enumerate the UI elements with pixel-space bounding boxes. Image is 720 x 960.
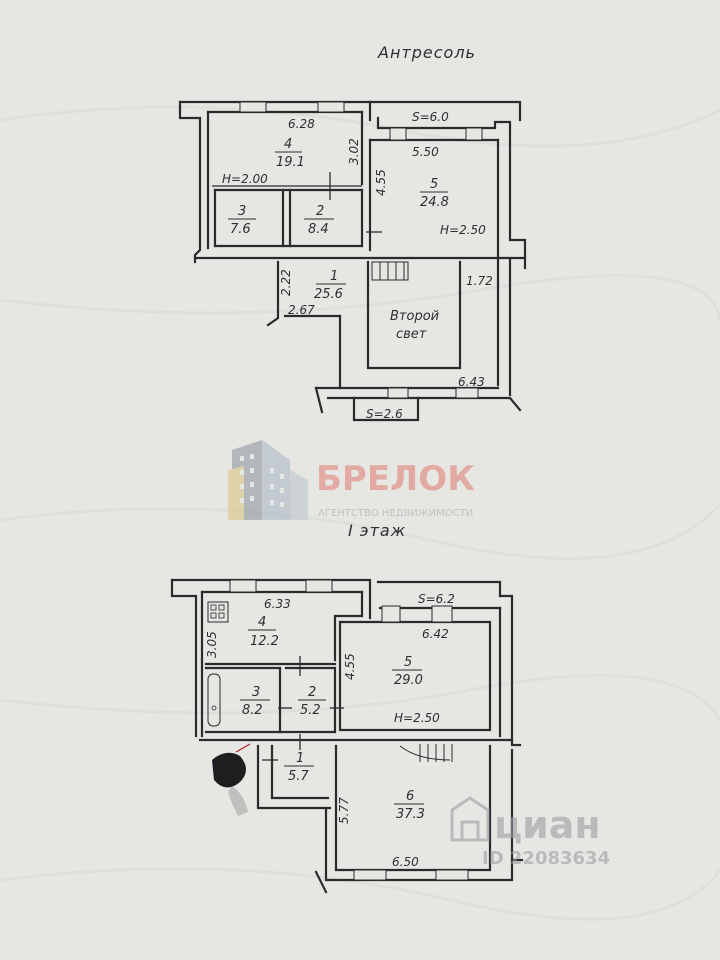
mezzanine-room-1: 1 25.6 <box>314 269 346 302</box>
svg-text:25.6: 25.6 <box>314 287 343 302</box>
agency-name: БРЕЛОК <box>316 459 475 499</box>
stove-icon <box>207 601 229 623</box>
svg-text:6.33: 6.33 <box>264 597 291 611</box>
svg-text:7.6: 7.6 <box>230 222 251 237</box>
svg-text:6.50: 6.50 <box>392 855 419 869</box>
svg-text:2.22: 2.22 <box>279 269 293 296</box>
mezzanine-plan <box>178 100 527 422</box>
svg-text:3.02: 3.02 <box>347 138 361 165</box>
svg-text:4.55: 4.55 <box>374 169 388 196</box>
svg-text:3.05: 3.05 <box>205 631 219 658</box>
svg-text:1: 1 <box>296 751 304 766</box>
cian-logo-icon <box>450 796 490 842</box>
agency-subtitle: АГЕНТСТВО НЕДВИЖИМОСТИ <box>318 508 473 519</box>
first-floor-title: I этаж <box>348 521 406 540</box>
cian-watermark: циан ID 22083634 <box>450 796 610 869</box>
svg-text:6.43: 6.43 <box>458 375 485 389</box>
mezzanine-room-2: 2 8.4 <box>304 204 334 237</box>
svg-text:1.72: 1.72 <box>466 274 493 288</box>
svg-text:8.2: 8.2 <box>242 703 263 718</box>
first-floor-room-3: 3 8.2 <box>240 685 270 718</box>
svg-text:19.1: 19.1 <box>276 155 305 170</box>
svg-text:1: 1 <box>330 269 338 284</box>
cian-name: циан <box>494 803 601 847</box>
first-floor-plan <box>170 578 524 894</box>
svg-text:24.8: 24.8 <box>420 195 449 210</box>
mezzanine-title: Антресоль <box>377 43 476 62</box>
first-floor-dimensions: 6.33 S=6.2 6.42 3.05 4.55 H=2.50 5.77 6.… <box>205 592 455 869</box>
agency-watermark: БРЕЛОК АГЕНТСТВО НЕДВИЖИМОСТИ <box>228 440 475 520</box>
svg-text:12.2: 12.2 <box>250 634 279 649</box>
svg-text:4: 4 <box>258 615 266 630</box>
ink-smudge <box>212 752 246 788</box>
svg-text:свет: свет <box>396 327 427 342</box>
svg-text:2.67: 2.67 <box>288 303 315 317</box>
second-light-label: Второй свет <box>390 309 439 342</box>
first-floor-room-1: 1 5.7 <box>284 751 314 784</box>
svg-text:S=6.0: S=6.0 <box>412 110 449 124</box>
svg-text:5.77: 5.77 <box>337 797 351 824</box>
mezzanine-dimensions: 6.28 S=6.0 5.50 3.02 4.55 H=2.00 H=2.50 … <box>222 110 493 421</box>
svg-text:29.0: 29.0 <box>394 673 423 688</box>
svg-text:3: 3 <box>238 204 246 219</box>
svg-text:2: 2 <box>316 204 324 219</box>
svg-text:5: 5 <box>430 177 438 192</box>
svg-text:6: 6 <box>406 789 414 804</box>
svg-text:4.55: 4.55 <box>343 653 357 680</box>
svg-text:6.28: 6.28 <box>288 117 315 131</box>
mezzanine-room-3: 3 7.6 <box>228 204 256 237</box>
svg-text:H=2.00: H=2.00 <box>222 172 268 186</box>
svg-text:5.50: 5.50 <box>412 145 439 159</box>
svg-text:3: 3 <box>252 685 260 700</box>
mezzanine-room-5: 5 24.8 <box>420 177 449 210</box>
svg-text:37.3: 37.3 <box>396 807 425 822</box>
svg-text:H=2.50: H=2.50 <box>440 223 486 237</box>
cian-listing-id: ID 22083634 <box>482 848 610 869</box>
svg-text:5: 5 <box>404 655 412 670</box>
svg-text:S=2.6: S=2.6 <box>366 407 403 421</box>
svg-text:Второй: Второй <box>390 309 439 324</box>
svg-text:4: 4 <box>284 137 292 152</box>
svg-text:H=2.50: H=2.50 <box>394 711 440 725</box>
first-floor-room-5: 5 29.0 <box>392 655 423 688</box>
svg-text:2: 2 <box>308 685 316 700</box>
svg-text:5.7: 5.7 <box>288 769 309 784</box>
svg-text:S=6.2: S=6.2 <box>418 592 455 606</box>
first-floor-room-4: 4 12.2 <box>248 615 279 649</box>
first-floor-room-2: 2 5.2 <box>298 685 326 718</box>
bathtub-icon <box>207 673 221 727</box>
svg-text:8.4: 8.4 <box>308 222 329 237</box>
mezzanine-room-4: 4 19.1 <box>275 137 305 170</box>
svg-text:6.42: 6.42 <box>422 627 449 641</box>
first-floor-room-6: 6 37.3 <box>394 789 425 822</box>
svg-text:5.2: 5.2 <box>300 703 321 718</box>
building-logo-icon <box>228 440 308 520</box>
